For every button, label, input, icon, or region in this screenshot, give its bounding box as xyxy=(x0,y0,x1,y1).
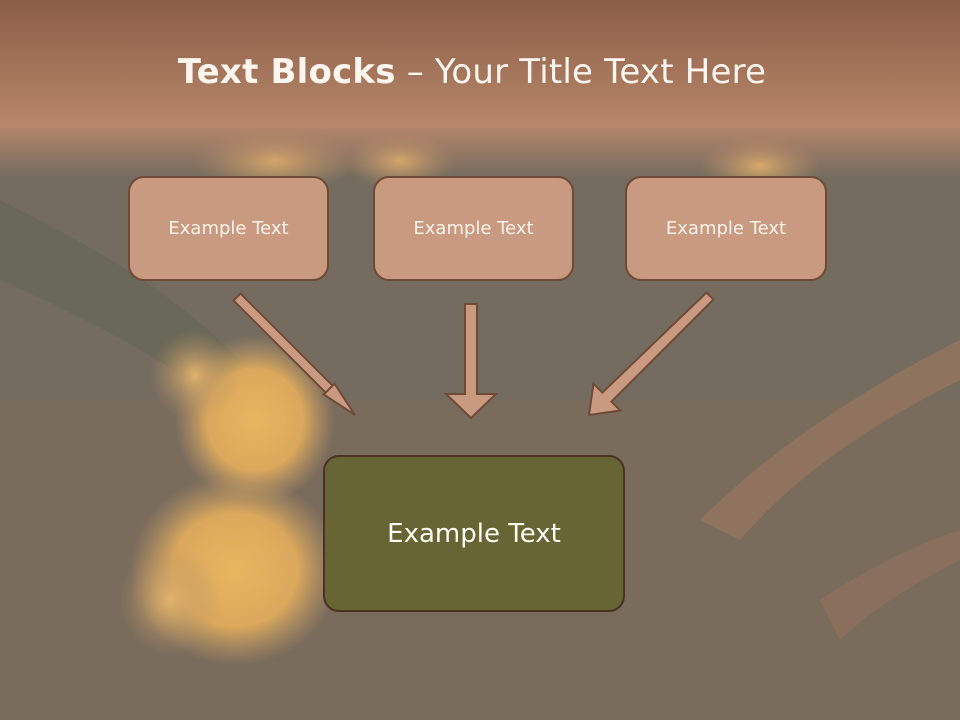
text-block-1: Example Text xyxy=(128,176,329,281)
main-text-block: Example Text xyxy=(323,455,625,612)
arrow-left-diagonal xyxy=(232,292,356,416)
text-block-3: Example Text xyxy=(625,176,827,281)
arrow-right-diagonal xyxy=(587,291,715,417)
arrow-center-down xyxy=(443,303,499,420)
page-title: Text Blocks – Your Title Text Here xyxy=(0,52,944,92)
title-bold: Text Blocks xyxy=(177,52,396,92)
title-dash: – xyxy=(395,52,435,92)
text-block-2: Example Text xyxy=(373,176,574,281)
title-rest: Your Title Text Here xyxy=(434,52,767,92)
